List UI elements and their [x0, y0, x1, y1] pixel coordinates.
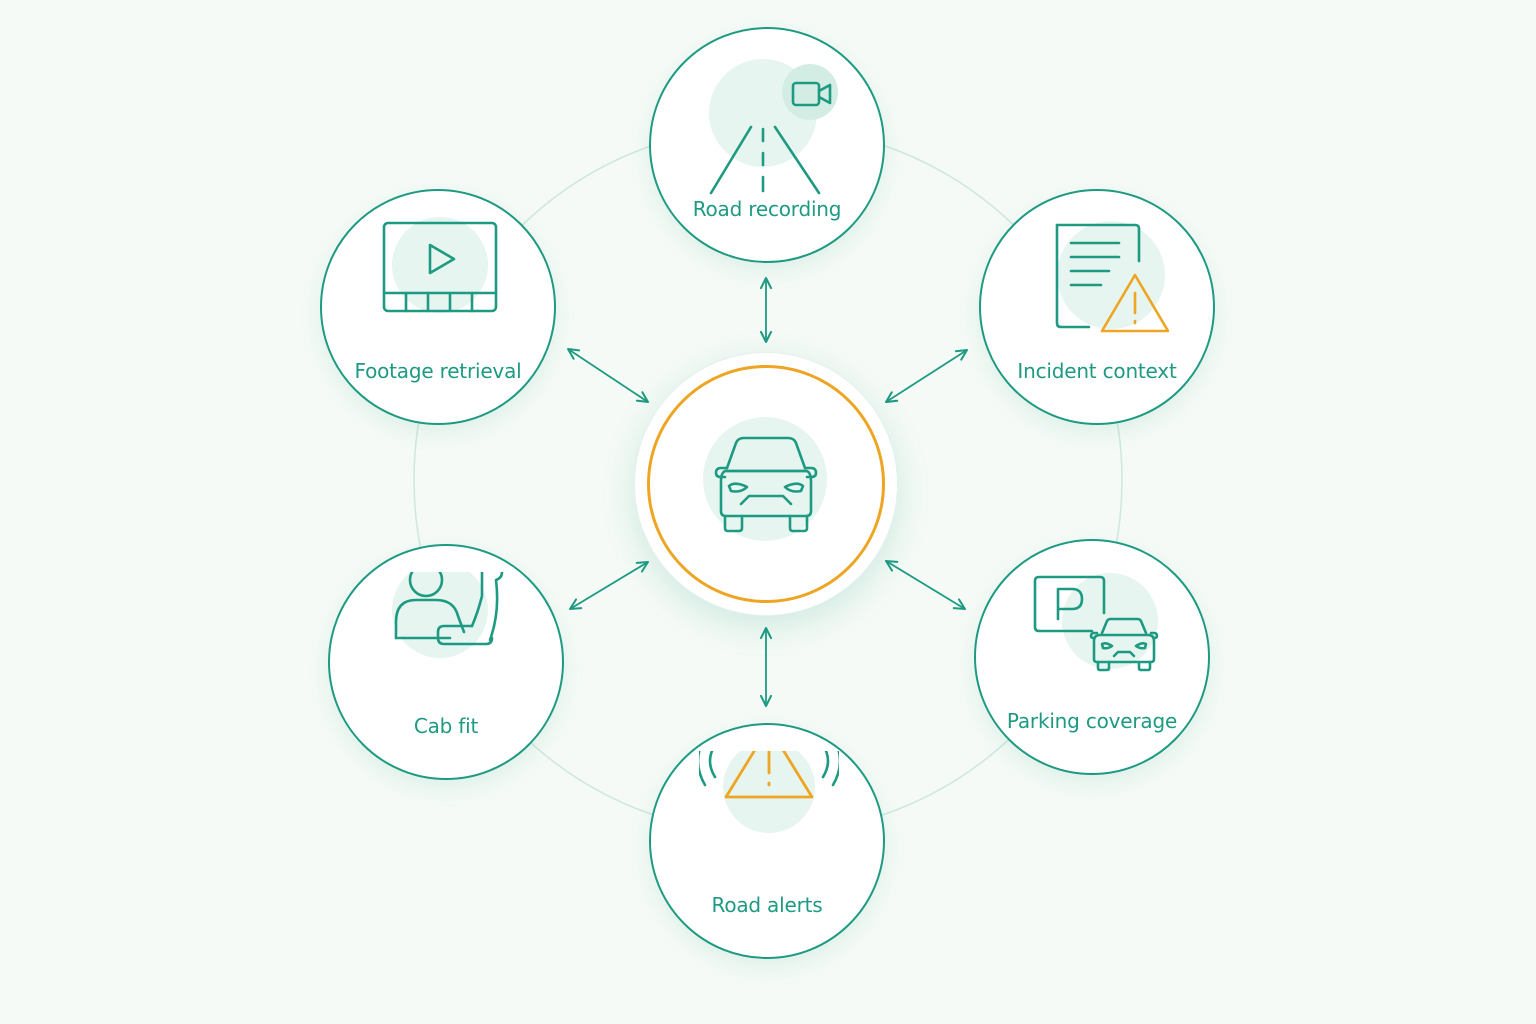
node-parking-coverage: Parking coverage: [974, 539, 1210, 775]
node-label-parking-coverage: Parking coverage: [1006, 709, 1178, 733]
document-warning-icon: [1055, 221, 1169, 333]
node-road-recording: Road recording: [649, 27, 885, 263]
node-label-road-recording: Road recording: [692, 197, 842, 221]
connector-cab-fit: [568, 560, 650, 611]
driver-seat-icon: [392, 572, 504, 658]
node-road-alerts: Road alerts: [649, 723, 885, 959]
node-incident-context: Incident context: [979, 189, 1215, 425]
hub-node: [635, 353, 897, 615]
node-label-incident-context: Incident context: [1017, 359, 1177, 383]
car-front-icon: [703, 417, 827, 541]
parking-car-icon: [1033, 573, 1159, 672]
node-cab-fit: Cab fit: [328, 544, 564, 780]
video-film-icon: [382, 217, 498, 313]
node-label-cab-fit: Cab fit: [413, 714, 479, 738]
connector-incident-context: [884, 348, 969, 404]
node-label-footage-retrieval: Footage retrieval: [354, 359, 522, 383]
node-label-road-alerts: Road alerts: [711, 893, 823, 917]
connector-footage-retrieval: [566, 347, 650, 404]
alert-signal-icon: [699, 751, 839, 833]
node-footage-retrieval: Footage retrieval: [320, 189, 556, 425]
connector-parking-coverage: [884, 559, 967, 611]
road-camera-icon: [709, 59, 838, 195]
hub-ring: [647, 365, 885, 603]
